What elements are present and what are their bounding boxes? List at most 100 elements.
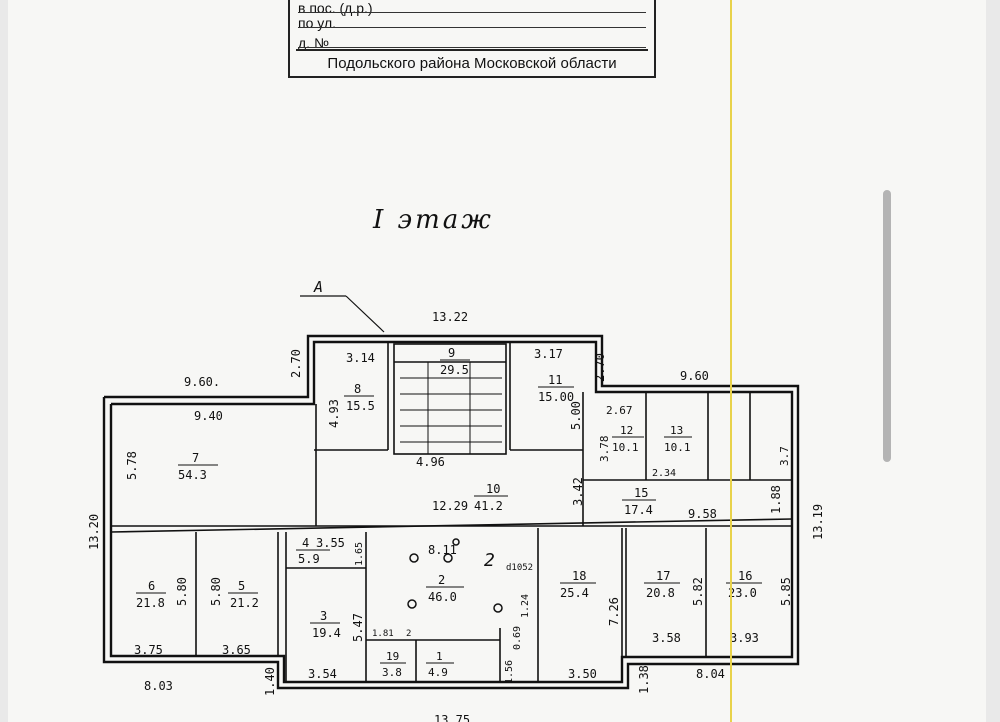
room-10-length: 12.29 — [432, 499, 468, 513]
dim-bottom-right: 8.04 — [696, 667, 725, 681]
floor-plan-drawing: А 13.22 9.60. 9.40 9.60 2.70 2.70 13.20 … — [87, 278, 825, 722]
room-13-area: 10.1 — [664, 441, 691, 454]
columns — [407, 538, 503, 613]
dim-left-wing-top: 9.60. — [184, 375, 220, 389]
vertical-scrollbar[interactable] — [883, 190, 891, 462]
room-6-height: 5.80 — [175, 577, 189, 606]
dim-left-notch: 2.70 — [289, 349, 303, 378]
stamp-line-street: по ул. — [298, 15, 646, 31]
room-4-area: 5.9 — [298, 552, 320, 566]
section-mark: А — [300, 278, 385, 333]
room-15-area: 17.4 — [624, 503, 653, 517]
room-12-sub: 2.34 — [652, 468, 676, 479]
bti-stamp: в пос. (д.р.) по ул. д. № Подольского ра… — [288, 0, 656, 78]
room-10-number: 10 — [486, 482, 500, 496]
scanner-line — [730, 0, 732, 722]
room-8-width: 3.14 — [346, 351, 375, 365]
room-12-number: 12 — [620, 424, 633, 437]
room-8-number: 8 — [354, 382, 361, 396]
room-1-height: 1.56 — [504, 660, 515, 684]
room-9-number: 9 — [448, 346, 455, 360]
room-2-mark: d1052 — [506, 563, 533, 573]
dim-left-wing-inner: 9.40 — [194, 409, 223, 423]
stamp-line-house: д. № — [298, 35, 646, 51]
stamp-district: Подольского района Московской области — [296, 49, 648, 72]
room-6-number: 6 — [148, 579, 155, 593]
plan-sheet: в пос. (д.р.) по ул. д. № Подольского ра… — [8, 0, 986, 722]
dim-bottom-left-step: 1.40 — [263, 667, 277, 696]
room-9-area: 29.5 — [440, 363, 469, 377]
room-10-area: 41.2 — [474, 499, 503, 513]
room-5-height: 5.80 — [209, 577, 223, 606]
room-17-width: 3.58 — [652, 631, 681, 645]
room-1-width: 2 — [406, 629, 411, 639]
room-3-number: 3 — [320, 609, 327, 623]
room-10-height: 3.42 — [571, 477, 585, 506]
room-16-width: 3.93 — [730, 631, 759, 645]
room-19-number: 19 — [386, 650, 399, 663]
room-3-height: 5.47 — [351, 613, 365, 642]
room-8-area: 15.5 — [346, 399, 375, 413]
room-labels: 7 54.3 5.78 3.14 4.93 8 15.5 9 29.5 3.17… — [125, 346, 793, 684]
room-12-height: 3.78 — [598, 436, 611, 463]
room-2-number: 2 — [438, 573, 445, 587]
room-5-number: 5 — [238, 579, 245, 593]
stamp-line-settlement: в пос. (д.р.) — [298, 0, 646, 16]
dim-bottom-center: 13.75 — [434, 713, 470, 722]
room-18-number: 18 — [572, 569, 586, 583]
room-7-number: 7 — [192, 451, 199, 465]
room-4-width: 3.55 — [316, 536, 345, 550]
room-6-area: 21.8 — [136, 596, 165, 610]
room-7-area: 54.3 — [178, 468, 207, 482]
room-18-width: 3.50 — [568, 667, 597, 681]
room-11-number: 11 — [548, 373, 562, 387]
outer-walls — [102, 334, 800, 690]
room-5-width: 3.65 — [222, 643, 251, 657]
room-7-height: 5.78 — [125, 451, 139, 480]
room-4-number: 4 — [302, 536, 309, 550]
dim-top-width: 13.22 — [432, 310, 468, 324]
room-2-width: 8.11 — [428, 543, 457, 557]
room-2-e-mark: 2 — [484, 550, 495, 571]
room-4-height: 1.65 — [354, 542, 365, 566]
dim-corridor-right-h: 1.88 — [769, 485, 783, 514]
room-18-area: 25.4 — [560, 586, 589, 600]
room-13-number: 13 — [670, 424, 683, 437]
room-19-area: 3.8 — [382, 666, 402, 679]
room-2-sub-height: 1.24 — [520, 594, 531, 618]
room-19-width: 1.81 — [372, 629, 394, 639]
room-12-width: 2.67 — [606, 404, 633, 417]
room-11-area: 15.00 — [538, 390, 574, 404]
room-17-height: 5.82 — [691, 577, 705, 606]
room-3-width: 3.54 — [308, 667, 337, 681]
room-16-number: 16 — [738, 569, 752, 583]
floor-title: I этаж — [373, 205, 494, 235]
dim-corridor-right-len: 9.58 — [688, 507, 717, 521]
dim-right-wing-top: 9.60 — [680, 369, 709, 383]
room-6-width: 3.75 — [134, 643, 163, 657]
exterior-dimensions: 13.22 9.60. 9.40 9.60 2.70 2.70 13.20 13… — [87, 310, 825, 722]
room-17-area: 20.8 — [646, 586, 675, 600]
section-mark-letter: А — [313, 278, 323, 296]
room-16-height: 5.85 — [779, 577, 793, 606]
room-18-height: 7.26 — [607, 597, 621, 626]
room-8-height: 4.93 — [327, 399, 341, 428]
room-15-number: 15 — [634, 486, 648, 500]
dim-overall-height-right: 13.19 — [811, 504, 825, 540]
room-2-area: 46.0 — [428, 590, 457, 604]
room-10-width: 4.96 — [416, 455, 445, 469]
room-3-area: 19.4 — [312, 626, 341, 640]
dim-bottom-left: 8.03 — [144, 679, 173, 693]
room-11-height: 5.00 — [569, 401, 583, 430]
dim-bottom-right-step: 1.38 — [637, 665, 651, 694]
room-1-area: 4.9 — [428, 666, 448, 679]
stair-treads — [400, 362, 502, 454]
dim-right-notch: 2.70 — [593, 353, 607, 382]
room-17-number: 17 — [656, 569, 670, 583]
room-12-area: 10.1 — [612, 441, 639, 454]
inner-walls — [110, 342, 793, 682]
room-2-height: 0.69 — [512, 626, 523, 650]
room-16-area: 23.0 — [728, 586, 757, 600]
room-11-width: 3.17 — [534, 347, 563, 361]
room-1-number: 1 — [436, 650, 443, 663]
